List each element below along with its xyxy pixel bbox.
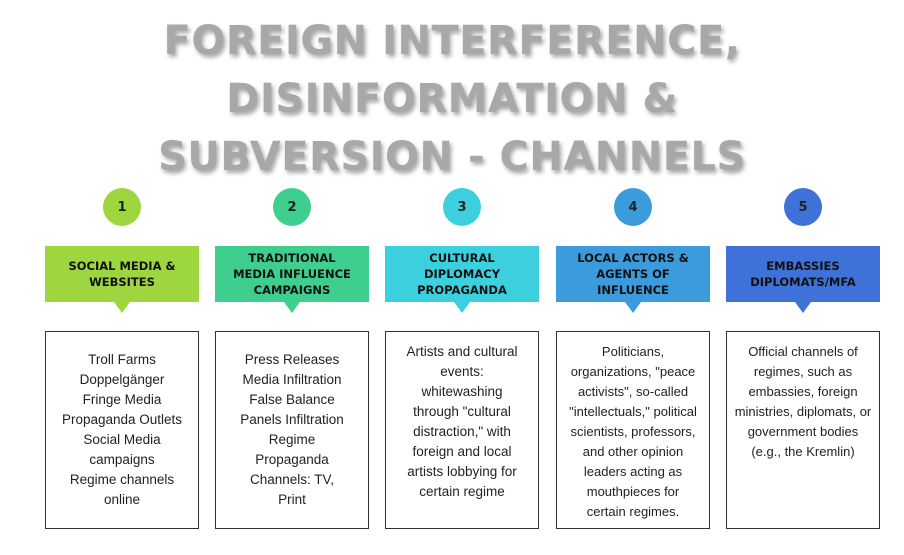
- channel-4-body: Politicians, organizations, "peace activ…: [556, 331, 710, 529]
- heading-line: SOCIAL MEDIA &: [68, 259, 176, 273]
- body-line: False Balance: [249, 392, 335, 407]
- body-line: Fringe Media: [82, 392, 162, 407]
- body-line: online: [103, 492, 141, 507]
- body-line: Propaganda: [255, 452, 329, 467]
- heading-line: TRADITIONAL: [248, 251, 336, 265]
- body-line: Print: [278, 492, 306, 507]
- channel-2-heading: TRADITIONAL MEDIA INFLUENCE CAMPAIGNS: [215, 246, 369, 302]
- pointer-arrow: [625, 302, 641, 313]
- body-line: Media Infiltration: [242, 372, 342, 387]
- channel-3-body: Artists and cultural events: whitewashin…: [385, 331, 539, 529]
- body-line: scientists, professors,: [570, 424, 696, 439]
- heading-line: DIPLOMACY: [423, 267, 501, 281]
- body-line: Regime: [268, 432, 316, 447]
- heading-line: CAMPAIGNS: [253, 283, 331, 297]
- channel-1-heading: SOCIAL MEDIA & WEBSITES: [45, 246, 199, 302]
- body-line: Channels: TV,: [249, 472, 335, 487]
- body-line: Official channels of: [748, 344, 858, 359]
- body-line: regimes, such as: [753, 364, 853, 379]
- body-line: foreign and local: [412, 444, 512, 459]
- body-line: Panels Infiltration: [240, 412, 344, 427]
- heading-line: WEBSITES: [89, 275, 155, 289]
- body-line: organizations, "peace: [570, 364, 696, 379]
- body-line: Politicians,: [601, 344, 665, 359]
- body-line: ministries, diplomats, or: [734, 404, 872, 419]
- step-number-3: 3: [443, 188, 481, 226]
- body-line: artists lobbying for: [407, 464, 517, 479]
- channel-2-body: Press Releases Media Infiltration False …: [215, 331, 369, 529]
- body-line: Social Media: [83, 432, 161, 447]
- channel-5-body: Official channels of regimes, such as em…: [726, 331, 880, 529]
- step-number-4: 4: [614, 188, 652, 226]
- title-line-2: DISINFORMATION &: [226, 76, 678, 122]
- heading-line: CULTURAL: [429, 251, 495, 265]
- title-line-1: FOREIGN INTERFERENCE,: [163, 18, 741, 64]
- heading-line: INFLUENCE: [597, 283, 669, 297]
- pointer-arrow: [454, 302, 470, 313]
- step-number-5: 5: [784, 188, 822, 226]
- body-line: leaders acting as: [583, 464, 683, 479]
- heading-line: MEDIA INFLUENCE: [233, 267, 351, 281]
- body-line: certain regime: [419, 484, 505, 499]
- body-line: and other opinion: [582, 444, 684, 459]
- channel-1-body: Troll Farms Doppelgänger Fringe Media Pr…: [45, 331, 199, 529]
- body-line: "intellectuals," political: [569, 404, 697, 419]
- heading-line: DIPLOMATS/MFA: [750, 275, 856, 289]
- heading-line: PROPAGANDA: [417, 283, 507, 297]
- body-line: mouthpieces for: [586, 484, 680, 499]
- diagram-title: FOREIGN INTERFERENCE, DISINFORMATION & S…: [0, 12, 904, 186]
- title-line-3: SUBVERSION - CHANNELS: [158, 134, 746, 180]
- body-line: distraction," with: [413, 424, 511, 439]
- body-line: certain regimes.: [586, 504, 680, 519]
- body-line: whitewashing: [421, 384, 503, 399]
- body-line: embassies, foreign: [748, 384, 858, 399]
- body-line: Propaganda Outlets: [61, 412, 183, 427]
- pointer-arrow: [114, 302, 130, 313]
- heading-line: AGENTS OF: [596, 267, 670, 281]
- heading-line: LOCAL ACTORS &: [577, 251, 689, 265]
- body-line: government bodies: [747, 424, 859, 439]
- body-line: Artists and cultural: [406, 344, 518, 359]
- pointer-arrow: [284, 302, 300, 313]
- body-line: Regime channels: [69, 472, 175, 487]
- body-line: activists", so-called: [577, 384, 689, 399]
- step-number-1: 1: [103, 188, 141, 226]
- pointer-arrow: [795, 302, 811, 313]
- step-number-2: 2: [273, 188, 311, 226]
- body-line: events:: [440, 364, 484, 379]
- channel-4-heading: LOCAL ACTORS & AGENTS OF INFLUENCE: [556, 246, 710, 302]
- channel-3-heading: CULTURAL DIPLOMACY PROPAGANDA: [385, 246, 539, 302]
- channel-5-heading: EMBASSIES DIPLOMATS/MFA: [726, 246, 880, 302]
- heading-line: EMBASSIES: [766, 259, 840, 273]
- body-line: through "cultural: [413, 404, 511, 419]
- body-line: campaigns: [89, 452, 155, 467]
- body-line: Press Releases: [244, 352, 340, 367]
- body-line: (e.g., the Kremlin): [751, 444, 855, 459]
- body-line: Doppelgänger: [79, 372, 165, 387]
- body-line: Troll Farms: [88, 352, 156, 367]
